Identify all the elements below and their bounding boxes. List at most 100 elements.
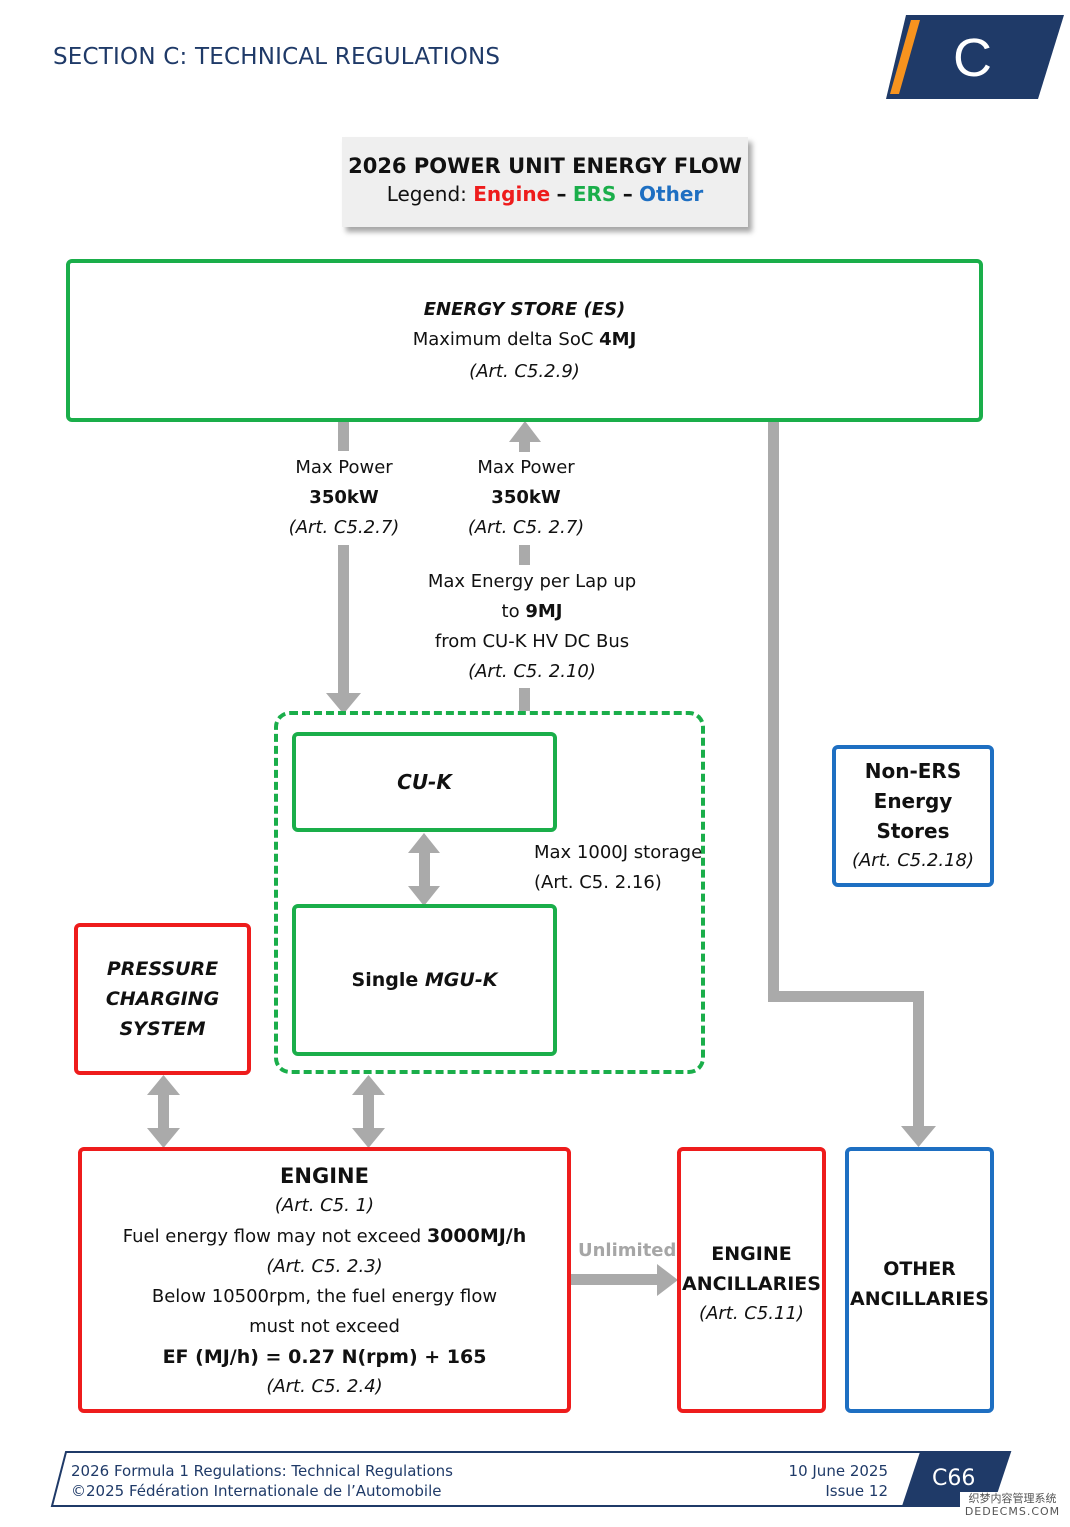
pressure-charging-box: PRESSURE CHARGING SYSTEM <box>74 923 251 1075</box>
storage-label: Max 1000J storage (Art. C5. 2.16) <box>534 838 702 898</box>
engine-line3: Below 10500rpm, the fuel energy flow <box>151 1286 498 1307</box>
pcs-engine-arrowhead-up <box>147 1075 180 1095</box>
non-ers-line3: Stores <box>876 819 950 843</box>
energy-per-lap-label: Max Energy per Lap up to 9MJ from CU-K H… <box>412 567 652 687</box>
non-ers-line1: Non-ERS <box>864 759 962 783</box>
watermark: 织梦内容管理系统 DEDECMS.COM <box>960 1492 1065 1518</box>
es-to-cuk-arrowhead <box>326 693 361 714</box>
mguk-engine-arrowhead-down <box>352 1128 385 1148</box>
energy-store-ref: (Art. C5.2.9) <box>469 360 580 382</box>
pcs-line1: PRESSURE <box>106 958 219 980</box>
cuk-mguk-arrowhead-up <box>408 833 440 853</box>
badge-accent-stripe <box>890 20 920 94</box>
mguk-engine-arrow-shaft <box>363 1094 374 1129</box>
es-to-other-vertical-2 <box>913 991 924 1127</box>
legend-separator: – <box>622 182 633 206</box>
engine-to-ancillaries-shaft <box>571 1274 659 1285</box>
legend-ers: ERS <box>572 182 617 206</box>
cuk-mguk-arrowhead-down <box>408 886 440 906</box>
footer-left: 2026 Formula 1 Regulations: Technical Re… <box>71 1461 453 1501</box>
pcs-engine-arrowhead-down <box>147 1128 180 1148</box>
diagram-title: 2026 POWER UNIT ENERGY FLOW <box>348 154 742 178</box>
ers-group-dashed-border <box>274 711 705 1074</box>
engine-fuel-flow: Fuel energy flow may not exceed 3000MJ/h <box>122 1225 527 1247</box>
legend-engine: Engine <box>473 182 551 206</box>
energy-per-lap-ref: (Art. C5. 2.10) <box>468 661 596 682</box>
engine-ancillaries-line2: ANCILLARIES <box>682 1273 821 1295</box>
engine-to-ancillaries-arrowhead <box>657 1264 678 1296</box>
footer-doc-title: 2026 Formula 1 Regulations: Technical Re… <box>71 1462 453 1480</box>
soc-label: Maximum delta SoC <box>412 328 600 350</box>
flow-left-line1: Max Power <box>295 457 393 478</box>
engine-line4: must not exceed <box>249 1316 400 1337</box>
cuk-mguk-arrow-shaft <box>419 852 430 887</box>
watermark-url: DEDECMS.COM <box>964 1505 1061 1518</box>
footer-page-number: C66 <box>932 1466 976 1491</box>
flow-right-value: 350kW <box>491 487 561 508</box>
cuk-name: CU-K <box>397 770 452 794</box>
section-title: SECTION C: TECHNICAL REGULATIONS <box>53 44 501 70</box>
energy-store-name: ENERGY STORE (ES) <box>423 298 626 320</box>
legend: Legend: Engine – ERS – Other <box>342 182 748 206</box>
pcs-line3: SYSTEM <box>119 1018 206 1040</box>
other-ancillaries-line2: ANCILLARIES <box>850 1288 989 1310</box>
es-to-other-horizontal <box>768 991 924 1002</box>
badge-letter: C <box>953 28 992 88</box>
mguk-box: Single MGU-K <box>292 904 557 1056</box>
flow-left-value: 350kW <box>309 487 379 508</box>
engine-ref1: (Art. C5. 1) <box>274 1195 375 1216</box>
cuk-box: CU-K <box>292 732 557 832</box>
flow-right-line1: Max Power <box>477 457 575 478</box>
flow-left-label: Max Power 350kW (Art. C5.2.7) <box>264 453 424 543</box>
engine-ancillaries-line1: ENGINE <box>711 1243 792 1265</box>
non-ers-line2: Energy <box>873 789 953 813</box>
footer-date: 10 June 2025 <box>788 1462 888 1480</box>
flow-left-ref: (Art. C5.2.7) <box>288 517 400 538</box>
footer-right: 10 June 2025 Issue 12 <box>760 1461 888 1501</box>
cuk-to-es-arrowhead <box>509 421 541 442</box>
cuk-to-es-arrow-shaft-mid <box>519 545 530 565</box>
unlimited-label: Unlimited <box>578 1240 677 1261</box>
legend-separator: – <box>556 182 567 206</box>
storage-ref: (Art. C5. 2.16) <box>534 872 662 893</box>
cuk-to-es-arrow-shaft-bottom <box>519 688 530 711</box>
energy-store-soc: Maximum delta SoC 4MJ <box>413 325 637 355</box>
other-ancillaries-line1: OTHER <box>883 1258 956 1280</box>
legend-other: Other <box>639 182 704 206</box>
storage-line1: Max 1000J storage <box>534 842 703 863</box>
legend-prefix: Legend: <box>386 182 474 206</box>
energy-per-lap-line1: Max Energy per Lap up <box>427 571 637 592</box>
pcs-engine-arrow-shaft <box>158 1094 169 1129</box>
section-badge: C <box>886 15 1064 99</box>
es-to-cuk-arrow-shaft-top <box>338 421 349 451</box>
badge-parallelogram <box>886 15 1064 99</box>
es-to-cuk-arrow-shaft <box>338 545 349 695</box>
non-ers-box: Non-ERS Energy Stores (Art. C5.2.18) <box>832 745 994 887</box>
energy-store-box: ENERGY STORE (ES) Maximum delta SoC 4MJ … <box>66 259 983 422</box>
cuk-to-es-arrow-shaft-top <box>519 441 530 452</box>
es-to-other-arrowhead <box>901 1126 936 1147</box>
engine-ref3: (Art. C5. 2.4) <box>266 1376 383 1397</box>
engine-ancillaries-box: ENGINE ANCILLARIES (Art. C5.11) <box>677 1147 826 1413</box>
other-ancillaries-box: OTHER ANCILLARIES <box>845 1147 994 1413</box>
energy-per-lap-line2: to 9MJ <box>501 601 563 622</box>
flow-right-ref: (Art. C5. 2.7) <box>467 517 585 538</box>
pcs-line2: CHARGING <box>105 988 220 1010</box>
engine-name: ENGINE <box>280 1164 369 1188</box>
energy-per-lap-line3: from CU-K HV DC Bus <box>434 631 630 652</box>
footer-copyright: ©2025 Fédération Internationale de l’Aut… <box>71 1482 442 1500</box>
mguk-engine-arrowhead-up <box>352 1075 385 1095</box>
engine-ref2: (Art. C5. 2.3) <box>266 1256 383 1277</box>
flow-right-label: Max Power 350kW (Art. C5. 2.7) <box>445 453 607 543</box>
engine-box: ENGINE (Art. C5. 1) Fuel energy flow may… <box>78 1147 571 1413</box>
title-box: 2026 POWER UNIT ENERGY FLOW Legend: Engi… <box>342 137 748 227</box>
footer-issue: Issue 12 <box>825 1482 888 1500</box>
engine-formula: EF (MJ/h) = 0.27 N(rpm) + 165 <box>162 1346 487 1368</box>
soc-value: 4MJ <box>599 328 637 350</box>
engine-ancillaries-ref: (Art. C5.11) <box>699 1303 804 1324</box>
es-to-other-vertical <box>768 421 779 1002</box>
mguk-name: Single MGU-K <box>351 969 498 991</box>
watermark-cn: 织梦内容管理系统 <box>968 1492 1057 1505</box>
non-ers-ref: (Art. C5.2.18) <box>851 850 975 871</box>
